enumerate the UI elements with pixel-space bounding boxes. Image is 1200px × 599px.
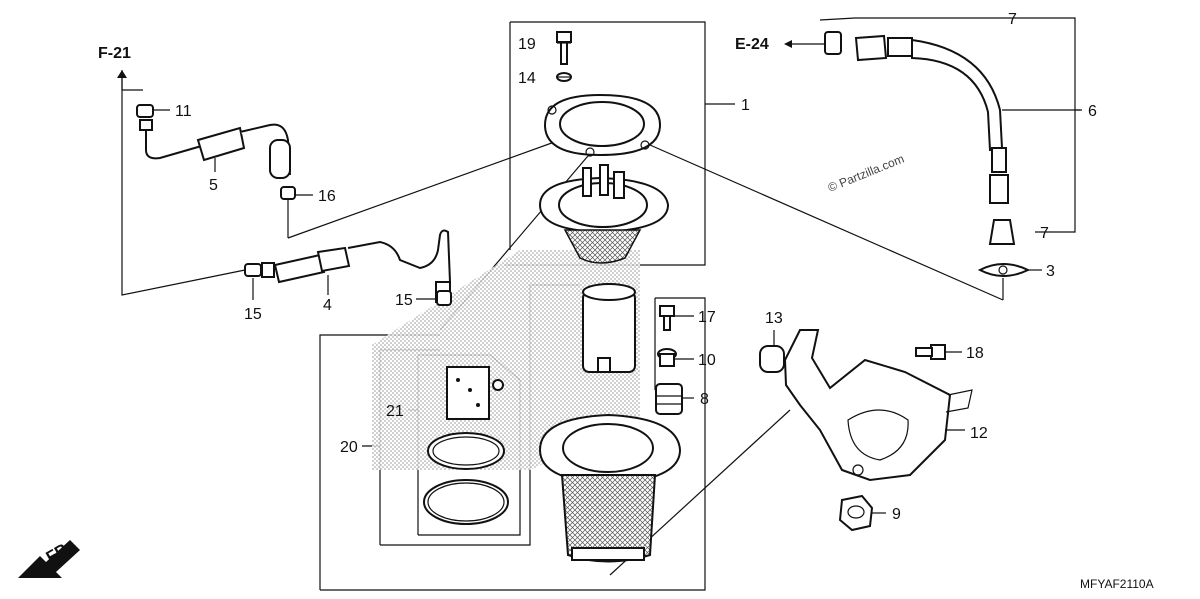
- clip-7-bottom: [988, 219, 1016, 245]
- diagram-code: MFYAF2110A: [1080, 577, 1154, 591]
- callout-19: 19: [518, 36, 536, 53]
- rubber-mount-8: [655, 383, 683, 415]
- arrow-f21: [117, 70, 127, 90]
- callout-8: 8: [700, 391, 709, 408]
- watermark: © Partzilla.com: [826, 152, 906, 195]
- clamp-15-right: [436, 290, 452, 306]
- o-ring-lower: [423, 479, 509, 525]
- bracket-12: [783, 329, 973, 482]
- pump-housing: [538, 413, 682, 563]
- callout-1: 1: [741, 97, 750, 114]
- arrow-e24: [784, 40, 826, 48]
- grommet-3: [977, 263, 1031, 277]
- callout-10: 10: [698, 352, 716, 369]
- callout-14: 14: [518, 70, 536, 87]
- callout-4: 4: [323, 297, 332, 314]
- fuel-hose-5: [145, 123, 291, 179]
- callout-13: 13: [765, 310, 783, 327]
- pump-motor: [582, 283, 636, 373]
- callout-18: 18: [966, 345, 984, 362]
- gasket-ring: [543, 93, 662, 157]
- leader-lines: [153, 42, 1082, 514]
- ref-f21: F-21: [98, 45, 131, 62]
- pump-flange-unit: [538, 164, 670, 264]
- callout-21: 21: [386, 403, 404, 420]
- collar-10: [657, 348, 677, 367]
- fuel-hose-6: [824, 31, 1009, 204]
- o-ring-large: [427, 432, 505, 470]
- callout-20: 20: [340, 439, 358, 456]
- bolt-18: [915, 344, 946, 360]
- callout-15-left: 15: [244, 306, 262, 323]
- bolt-17: [659, 305, 675, 331]
- grommet-13: [759, 345, 785, 373]
- callout-9: 9: [892, 506, 901, 523]
- fuel-filter-21: [446, 366, 504, 420]
- callout-5: 5: [209, 177, 218, 194]
- callout-16: 16: [318, 188, 336, 205]
- callout-12: 12: [970, 425, 988, 442]
- callout-17: 17: [698, 309, 716, 326]
- clamp-16: [280, 186, 296, 200]
- callout-3: 3: [1046, 263, 1055, 280]
- callout-15-right: 15: [395, 292, 413, 309]
- callout-7-bottom: 7: [1040, 225, 1049, 242]
- front-arrow-icon: [18, 540, 80, 578]
- callout-6: 6: [1088, 103, 1097, 120]
- callout-7-top: 7: [1008, 11, 1017, 28]
- clamp-15-left: [244, 262, 275, 278]
- fuel-hose-4: [273, 229, 451, 303]
- callout-11: 11: [175, 103, 192, 120]
- bolt-19: [556, 31, 572, 65]
- ref-e24: E-24: [735, 36, 769, 53]
- clamp-11: [136, 104, 154, 131]
- nut-9: [838, 494, 874, 532]
